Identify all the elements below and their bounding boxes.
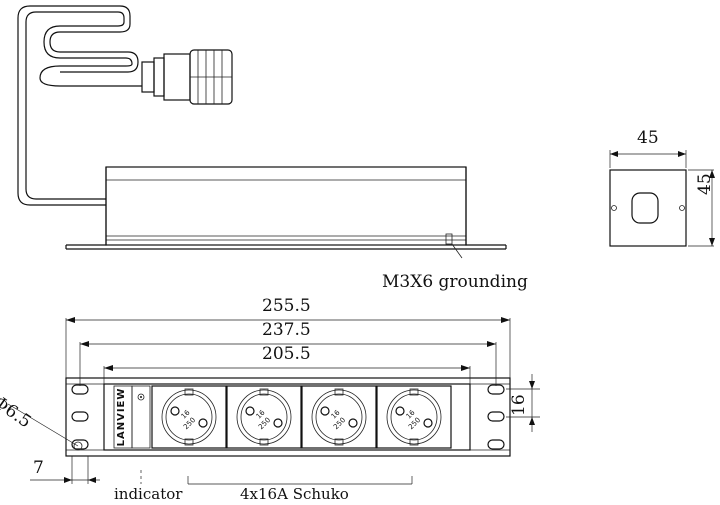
mount-slots-right	[487, 384, 505, 450]
socket-pin-hole	[245, 406, 255, 416]
socket-pin-hole	[170, 406, 180, 416]
grounding-screw	[445, 233, 453, 245]
side-view	[17, 5, 507, 259]
socket-pin-hole	[348, 418, 358, 428]
strip-height-dimension: 16	[509, 394, 529, 416]
cable-opening	[631, 192, 659, 224]
pdu-side-body	[65, 166, 507, 259]
mount-slots-left	[71, 384, 89, 450]
socket-pin-hole	[273, 418, 283, 428]
inner-length-dimension: 205.5	[262, 344, 311, 364]
end-height-dimension: 45	[695, 173, 715, 195]
socket-pin-hole	[320, 406, 330, 416]
dimension-lines	[7, 317, 540, 485]
end-width-dimension: 45	[637, 128, 659, 148]
sockets-callout: 4x16A Schuko	[240, 485, 349, 503]
brand-label: LANVIEW	[116, 387, 127, 447]
grounding-callout: M3X6 grounding	[382, 272, 528, 292]
power-cable	[17, 5, 139, 206]
front-panel	[103, 383, 471, 451]
overall-length-dimension: 255.5	[262, 296, 311, 316]
indicator-light	[137, 393, 145, 401]
indicator-callout: indicator	[114, 485, 183, 503]
mount-spacing-dimension: 237.5	[262, 320, 311, 340]
power-plug	[141, 49, 233, 105]
socket-pin-hole	[423, 418, 433, 428]
socket-pin-hole	[198, 418, 208, 428]
edge-offset-dimension: 7	[33, 458, 44, 478]
end-view	[609, 150, 715, 247]
socket-pin-hole	[395, 406, 405, 416]
